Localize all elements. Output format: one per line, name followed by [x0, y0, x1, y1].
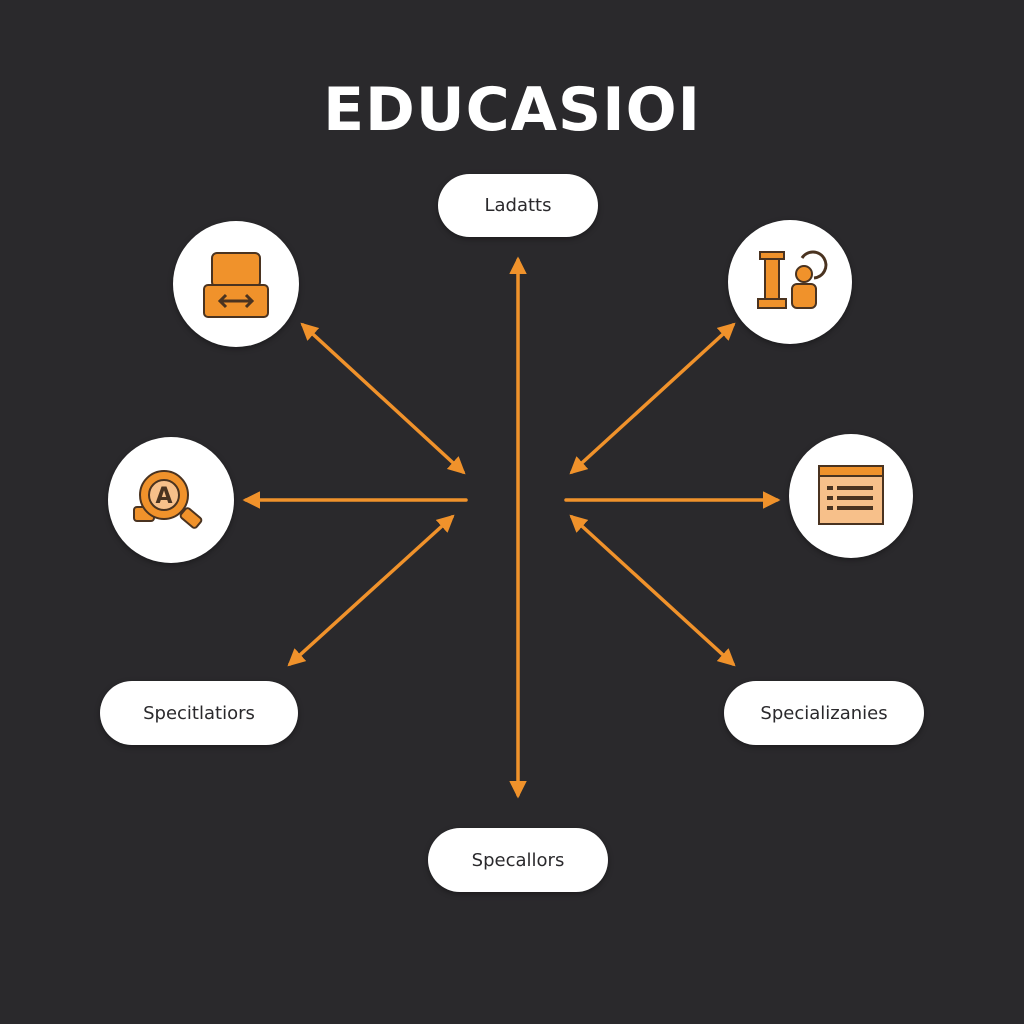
svg-text:A: A: [155, 484, 172, 509]
node-top-label: Ladatts: [484, 195, 552, 216]
arrow-lower-left: [287, 514, 455, 667]
computer-transfer-icon: [203, 252, 269, 318]
magnifier-letter-a-icon: A: [133, 470, 203, 529]
icon-node-upper-right: [728, 220, 852, 344]
node-right-label: Specializanies: [760, 702, 888, 724]
arrow-upper-right: [569, 322, 736, 475]
pillar-person-icon: [757, 250, 828, 309]
document-list-icon: [818, 465, 884, 525]
node-left-label: Specitlatiors: [143, 702, 255, 724]
icon-node-middle-left: A: [108, 437, 234, 563]
icon-node-middle-right: [789, 434, 913, 558]
arrow-lower-right: [569, 514, 736, 667]
arrow-upper-left: [300, 322, 466, 475]
diagram-title: EDUCASIOI: [323, 75, 701, 145]
node-bottom: Specallors: [428, 828, 608, 892]
node-top: Ladatts: [438, 174, 598, 237]
node-left: Specitlatiors: [100, 681, 298, 745]
node-right: Specializanies: [724, 681, 924, 745]
node-bottom-label: Specallors: [471, 849, 565, 871]
icon-node-upper-left: [173, 221, 299, 347]
